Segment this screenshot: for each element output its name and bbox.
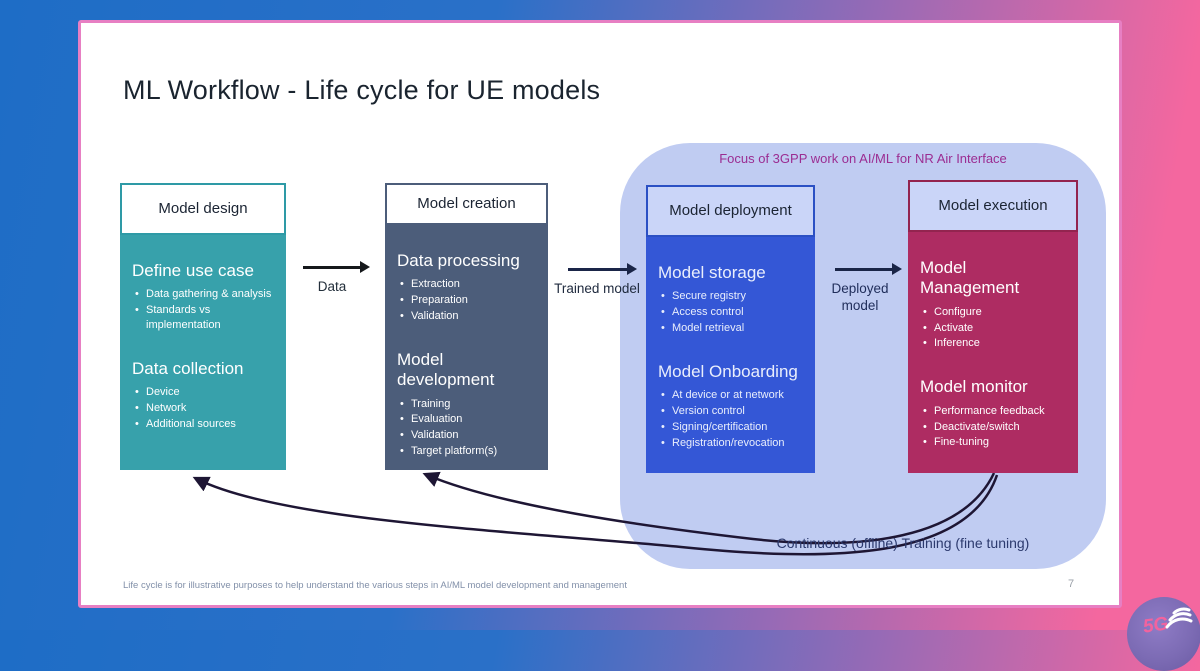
bullet-item: Access control — [658, 305, 805, 320]
bullet-list: Data gathering & analysis Standards vs i… — [132, 287, 276, 333]
section-heading: Model development — [397, 349, 495, 390]
box-model-creation: Model creation Data processing Extractio… — [385, 183, 548, 470]
5g-logo: 5G — [1127, 597, 1200, 671]
bullet-item: At device or at network — [658, 388, 805, 403]
slide-title: ML Workflow - Life cycle for UE models — [123, 75, 601, 105]
arrow-deployed-model — [835, 263, 902, 275]
box-model-execution-body: Model Management Configure Activate Infe… — [908, 232, 1078, 473]
focus-region-label: Focus of 3GPP work on AI/ML for NR Air I… — [719, 151, 1007, 166]
arrow-data-label: Data — [317, 279, 347, 294]
bullet-list: Secure registry Access control Model ret… — [658, 289, 805, 336]
box-model-design-title: Model design — [120, 183, 286, 235]
bullet-item: Registration/revocation — [658, 436, 805, 451]
slide: ML Workflow - Life cycle for UE models F… — [78, 20, 1122, 608]
bullet-item: Evaluation — [397, 412, 538, 427]
box-model-execution: Model execution Model Management Configu… — [908, 180, 1078, 473]
box-model-execution-title: Model execution — [908, 180, 1078, 232]
bullet-list: Performance feedback Deactivate/switch F… — [920, 404, 1068, 451]
bullet-item: Data gathering & analysis — [132, 287, 276, 302]
bullet-item: Signing/certification — [658, 420, 805, 435]
section-heading: Model Onboarding — [658, 361, 798, 381]
bullet-item: Secure registry — [658, 289, 805, 304]
bullet-list: Training Evaluation Validation Target pl… — [397, 397, 538, 459]
box-model-creation-title: Model creation — [385, 183, 548, 225]
bullet-item: Validation — [397, 309, 538, 324]
bullet-list: Device Network Additional sources — [132, 385, 276, 432]
section-model-management: Model Management Configure Activate Infe… — [920, 258, 1068, 351]
bullet-list: At device or at network Version control … — [658, 388, 805, 450]
section-model-onboarding: Model Onboarding At device or at network… — [658, 362, 805, 451]
arrow-deployed-model-label: Deployed model — [831, 281, 889, 313]
bullet-item: Target platform(s) — [397, 444, 538, 459]
bullet-item: Additional sources — [132, 417, 276, 432]
box-model-creation-body: Data processing Extraction Preparation V… — [385, 224, 548, 470]
bullet-item: Deactivate/switch — [920, 420, 1068, 435]
box-model-deployment-title: Model deployment — [646, 185, 815, 237]
bullet-item: Configure — [920, 305, 1068, 320]
bullet-list: Extraction Preparation Validation — [397, 277, 538, 324]
bullet-item: Extraction — [397, 277, 538, 292]
bullet-list: Configure Activate Inference — [920, 305, 1068, 352]
section-heading: Define use case — [132, 261, 254, 280]
section-model-storage: Model storage Secure registry Access con… — [658, 263, 805, 336]
bullet-item: Preparation — [397, 293, 538, 308]
bullet-item: Version control — [658, 404, 805, 419]
section-model-monitor: Model monitor Performance feedback Deact… — [920, 377, 1068, 450]
arrow-trained-model — [568, 263, 637, 275]
section-heading: Model storage — [658, 263, 766, 282]
signal-arcs-icon — [1165, 607, 1193, 629]
section-heading: Data processing — [397, 250, 520, 270]
bullet-item: Standards vs implementation — [132, 303, 276, 333]
feedback-loop-label: Continuous (offline) Training (fine tuni… — [776, 535, 1030, 551]
bullet-item: Network — [132, 401, 276, 416]
arrow-data — [303, 261, 370, 273]
section-data-processing: Data processing Extraction Preparation V… — [397, 251, 538, 324]
bullet-item: Device — [132, 385, 276, 400]
box-model-deployment: Model deployment Model storage Secure re… — [646, 185, 815, 473]
bullet-item: Inference — [920, 336, 1068, 351]
slide-footnote: Life cycle is for illustrative purposes … — [123, 580, 627, 591]
arrow-trained-model-label: Trained model — [554, 281, 640, 296]
section-heading: Model Management — [920, 258, 1020, 298]
bullet-item: Performance feedback — [920, 404, 1068, 419]
bullet-item: Activate — [920, 321, 1068, 336]
page-number: 7 — [1067, 578, 1075, 590]
box-model-design-body: Define use case Data gathering & analysi… — [120, 235, 286, 470]
section-heading: Model monitor — [920, 377, 1028, 397]
section-data-collection: Data collection Device Network Additiona… — [132, 359, 276, 432]
section-heading: Data collection — [132, 358, 244, 378]
page-background: { "colors": { "background_left": "#1E6DC… — [0, 0, 1200, 630]
bullet-item: Fine-tuning — [920, 435, 1068, 450]
box-model-deployment-body: Model storage Secure registry Access con… — [646, 237, 815, 473]
bullet-item: Model retrieval — [658, 321, 805, 336]
bullet-item: Validation — [397, 428, 538, 443]
section-model-development: Model development Training Evaluation Va… — [397, 350, 538, 459]
bullet-item: Training — [397, 397, 538, 412]
box-model-design: Model design Define use case Data gather… — [120, 183, 286, 470]
section-define-use-case: Define use case Data gathering & analysi… — [132, 261, 276, 333]
